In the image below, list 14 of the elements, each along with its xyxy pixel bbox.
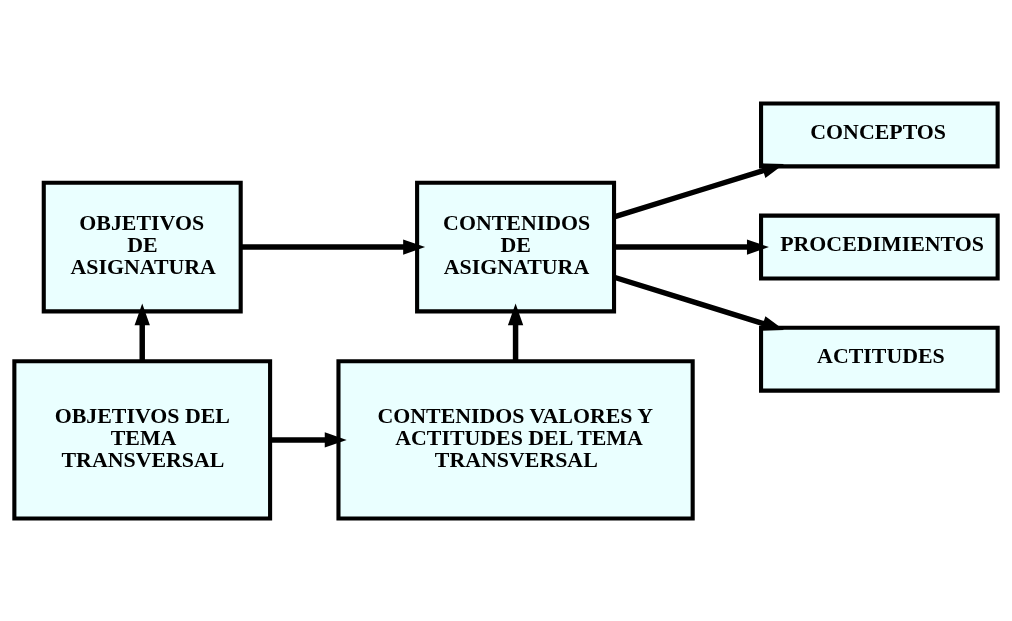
arrow <box>507 302 524 361</box>
node-box: CONTENIDOS DE ASIGNATURA <box>415 180 617 313</box>
node-box: OBJETIVOS DEL TEMA TRANSVERSAL <box>12 358 273 521</box>
node-box: ACTITUDES <box>759 325 1000 393</box>
node-box: PROCEDIMIENTOS <box>759 213 1000 281</box>
node-box: CONCEPTOS <box>759 100 1000 168</box>
node-box: OBJETIVOS DE ASIGNATURA <box>41 180 243 313</box>
arrow <box>270 431 347 448</box>
arrow <box>613 274 785 331</box>
arrow <box>134 302 150 361</box>
node-box: CONTENIDOS VALORES Y ACTITUDES DEL TEMA TRANSVERSAL <box>336 358 695 521</box>
arrow <box>613 162 785 219</box>
arrow <box>240 238 426 255</box>
arrow <box>614 238 769 255</box>
